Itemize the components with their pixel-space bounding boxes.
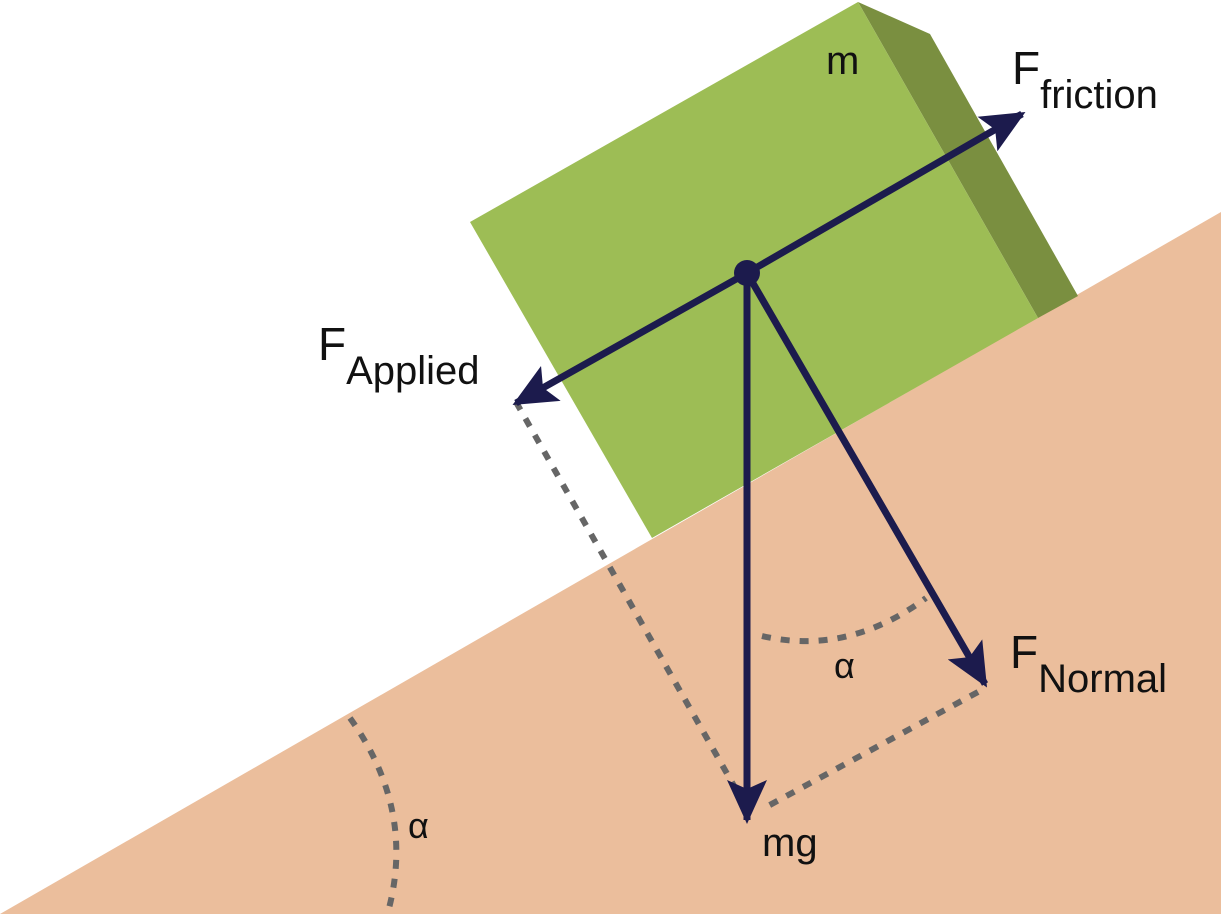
normal-force-arrow	[743, 271, 989, 688]
applied-label-sub: Applied	[346, 349, 479, 393]
ground-angle-arc	[347, 716, 400, 913]
center-of-mass-dot	[734, 260, 760, 286]
applied-force-arrow	[512, 269, 749, 407]
friction-force-arrow	[745, 110, 1026, 277]
friction-label-main: F	[1012, 42, 1040, 94]
applied-projection-guide	[513, 400, 745, 802]
normal-projection-guide	[766, 689, 980, 809]
normal-label-main: F	[1010, 626, 1038, 678]
ground-angle-label: α	[408, 805, 429, 846]
friction-label-sub: friction	[1040, 73, 1158, 117]
applied-label: FApplied	[318, 318, 480, 393]
weight-label: mg	[762, 821, 818, 865]
friction-label: Ffriction	[1012, 42, 1158, 117]
normal-label-sub: Normal	[1038, 657, 1167, 701]
applied-label-main: F	[318, 318, 346, 370]
force-angle-arc	[761, 595, 928, 645]
mass-label: m	[826, 39, 859, 83]
block-side-face	[858, 2, 1078, 318]
normal-label: FNormal	[1010, 626, 1167, 701]
force-angle-label: α	[834, 645, 855, 686]
